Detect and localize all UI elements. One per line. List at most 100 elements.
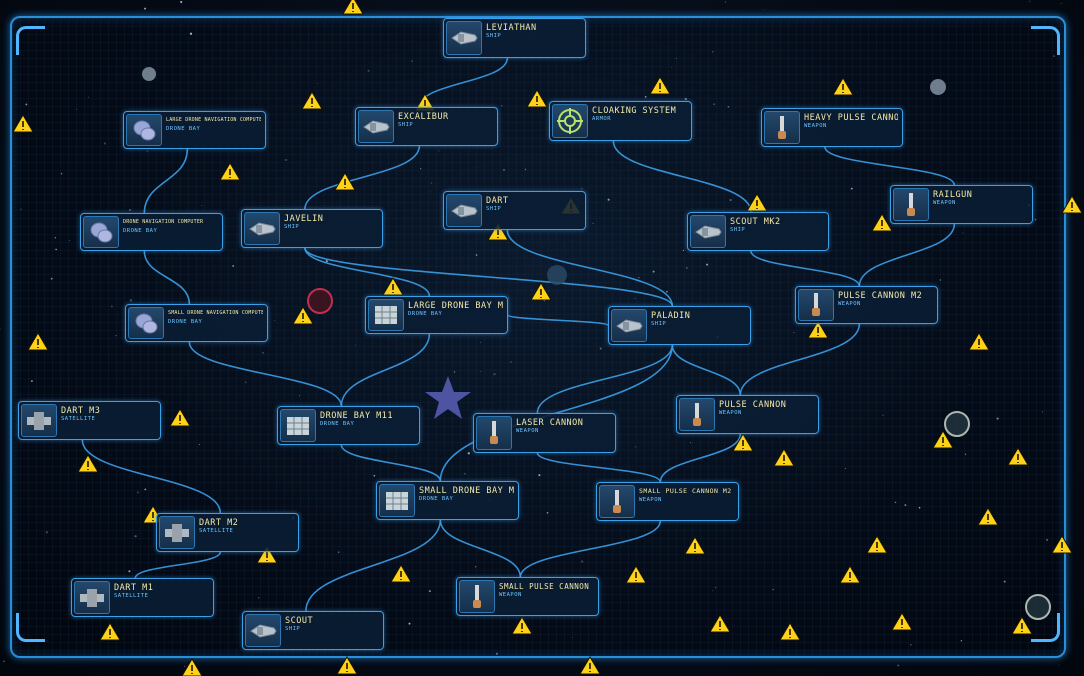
node-dart-m1[interactable]: DART M1 SATELLITE — [71, 578, 214, 617]
cannon-icon — [599, 485, 635, 518]
node-dart[interactable]: DART SHIP — [443, 191, 586, 230]
node-type: SATELLITE — [199, 528, 233, 534]
node-type: DRONE BAY — [168, 319, 202, 325]
node-type: SHIP — [486, 206, 501, 212]
node-type: SHIP — [285, 626, 300, 632]
cannon-icon — [476, 416, 512, 450]
player-star-icon — [425, 376, 471, 419]
node-title: LARGE DRONE NAVIGATION COMPUTER — [166, 117, 261, 123]
satellite-icon — [159, 516, 195, 549]
node-title: SMALL DRONE NAVIGATION COMPUTER — [168, 310, 263, 316]
ship-icon — [611, 309, 647, 342]
node-large-drone-navigation-computer[interactable]: LARGE DRONE NAVIGATION COMPUTER DRONE BA… — [123, 111, 266, 149]
node-type: WEAPON — [804, 123, 827, 129]
node-type: WEAPON — [838, 301, 861, 307]
node-type: DRONE BAY — [408, 311, 442, 317]
node-pulse-cannon[interactable]: PULSE CANNON WEAPON — [676, 395, 819, 434]
node-type: WEAPON — [719, 410, 742, 416]
node-small-pulse-cannon-m2[interactable]: SMALL PULSE CANNON M2 WEAPON — [596, 482, 739, 521]
planet-icon — [142, 67, 156, 81]
node-scout-mk2[interactable]: SCOUT MK2 SHIP — [687, 212, 829, 251]
trophy-icon — [945, 412, 969, 436]
node-type: SATELLITE — [114, 593, 148, 599]
planet-icon — [547, 265, 567, 285]
node-dart-m2[interactable]: DART M2 SATELLITE — [156, 513, 299, 552]
node-small-drone-bay-m11[interactable]: SMALL DRONE BAY M11 DRONE BAY — [376, 481, 519, 520]
ship-icon — [446, 194, 482, 227]
cannon-icon — [679, 398, 715, 431]
node-small-pulse-cannon[interactable]: SMALL PULSE CANNON WEAPON — [456, 577, 599, 616]
node-type: DRONE BAY — [419, 496, 453, 502]
ship-icon — [358, 110, 394, 143]
node-title: LEVIATHAN — [486, 23, 581, 33]
node-type: SHIP — [398, 122, 413, 128]
node-title: HEAVY PULSE CANNON — [804, 113, 898, 123]
node-small-drone-navigation-computer[interactable]: SMALL DRONE NAVIGATION COMPUTER DRONE BA… — [125, 304, 268, 342]
node-title: LARGE DRONE BAY M11 — [408, 301, 503, 311]
node-type: SATELLITE — [61, 416, 95, 422]
node-scout[interactable]: SCOUT SHIP — [242, 611, 384, 650]
node-title: SCOUT — [285, 616, 379, 626]
node-leviathan[interactable]: LEVIATHAN SHIP — [443, 18, 586, 58]
node-title: RAILGUN — [933, 190, 1028, 200]
node-title: DRONE BAY M11 — [320, 411, 415, 421]
node-type: DRONE BAY — [123, 228, 157, 234]
node-pulse-cannon-m2[interactable]: PULSE CANNON M2 WEAPON — [795, 286, 938, 324]
drone-bay-icon — [379, 484, 415, 517]
node-title: DART M1 — [114, 583, 209, 593]
node-laser-cannon[interactable]: LASER CANNON WEAPON — [473, 413, 616, 453]
ship-icon — [690, 215, 726, 248]
node-dart-m3[interactable]: DART M3 SATELLITE — [18, 401, 161, 440]
cannon-icon — [893, 188, 929, 221]
node-type: SHIP — [486, 33, 501, 39]
node-type: SHIP — [730, 227, 745, 233]
node-large-drone-bay-m11[interactable]: LARGE DRONE BAY M11 DRONE BAY — [365, 296, 508, 334]
node-railgun[interactable]: RAILGUN WEAPON — [890, 185, 1033, 224]
ship-icon — [244, 212, 280, 245]
node-type: ARMOR — [592, 116, 611, 122]
node-type: WEAPON — [499, 592, 522, 598]
node-type: DRONE BAY — [166, 126, 200, 132]
node-title: PULSE CANNON M2 — [838, 291, 933, 301]
cannon-icon — [798, 289, 834, 321]
node-javelin[interactable]: JAVELIN SHIP — [241, 209, 383, 248]
trophy-icon — [1026, 595, 1050, 619]
node-drone-navigation-computer[interactable]: DRONE NAVIGATION COMPUTER DRONE BAY — [80, 213, 223, 251]
node-type: WEAPON — [933, 200, 956, 206]
node-type: SHIP — [284, 224, 299, 230]
drone-icon — [126, 114, 162, 146]
node-excalibur[interactable]: EXCALIBUR SHIP — [355, 107, 498, 146]
node-drone-bay-m11[interactable]: DRONE BAY M11 DRONE BAY — [277, 406, 420, 445]
cannon-icon — [459, 580, 495, 613]
node-paladin[interactable]: PALADIN SHIP — [608, 306, 751, 345]
node-title: SMALL PULSE CANNON M2 — [639, 487, 734, 495]
node-title: JAVELIN — [284, 214, 378, 224]
satellite-icon — [74, 581, 110, 614]
node-title: SMALL PULSE CANNON — [499, 582, 594, 591]
node-title: EXCALIBUR — [398, 112, 493, 122]
node-title: PALADIN — [651, 311, 746, 321]
drone-bay-icon — [368, 299, 404, 331]
drone-bay-icon — [280, 409, 316, 442]
enemy-icon — [308, 289, 332, 313]
drone-icon — [128, 307, 164, 339]
drone-icon — [83, 216, 119, 248]
cannon-icon — [764, 111, 800, 144]
node-title: PULSE CANNON — [719, 400, 814, 410]
node-type: SHIP — [651, 321, 666, 327]
node-type: WEAPON — [639, 497, 662, 503]
ship-icon — [245, 614, 281, 647]
node-title: DART M3 — [61, 406, 156, 416]
node-title: DART M2 — [199, 518, 294, 528]
node-heavy-pulse-cannon[interactable]: HEAVY PULSE CANNON WEAPON — [761, 108, 903, 147]
node-type: DRONE BAY — [320, 421, 354, 427]
node-title: DART — [486, 196, 581, 206]
node-title: DRONE NAVIGATION COMPUTER — [123, 219, 218, 225]
node-title: SCOUT MK2 — [730, 217, 824, 227]
crosshair-icon — [552, 104, 588, 138]
ship-icon — [446, 21, 482, 55]
node-title: SMALL DRONE BAY M11 — [419, 486, 514, 496]
satellite-icon — [21, 404, 57, 437]
node-title: CLOAKING SYSTEM — [592, 106, 687, 116]
node-cloaking-system[interactable]: CLOAKING SYSTEM ARMOR — [549, 101, 692, 141]
